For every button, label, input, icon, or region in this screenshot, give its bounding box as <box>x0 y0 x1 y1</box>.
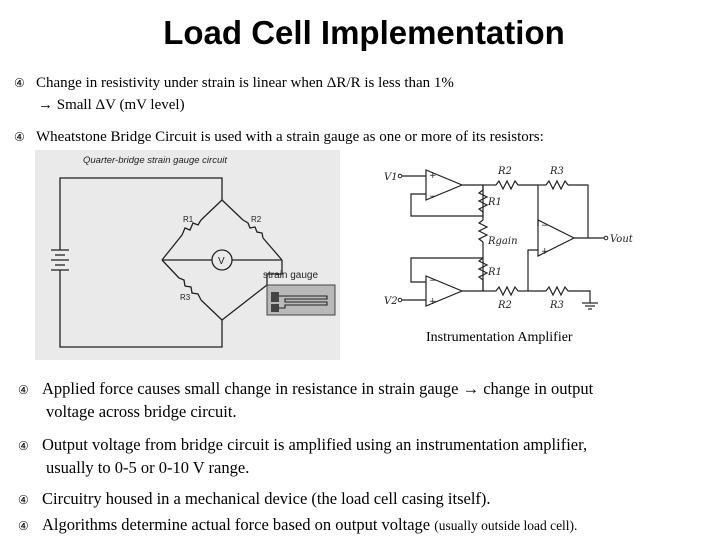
r1-label: R1 <box>183 215 194 224</box>
r1-bottom-label: R1 <box>487 267 502 278</box>
wheatstone-bridge-figure: Quarter-bridge strain gauge circuit V R1… <box>35 150 340 360</box>
r2-label: R2 <box>251 215 262 224</box>
bullet-wheatstone: ④ Wheatstone Bridge Circuit is used with … <box>14 127 544 147</box>
r1-top-label: R1 <box>487 197 502 208</box>
bullet-icon: ④ <box>18 383 29 397</box>
r2-top-label: R2 <box>497 166 512 177</box>
svg-text:−: − <box>429 276 437 286</box>
opamp-top <box>425 169 464 201</box>
v1-label: V1 <box>384 172 398 183</box>
v2-label: V2 <box>384 296 398 307</box>
bullet-note: (usually outside load cell). <box>434 518 578 533</box>
bullet-icon: ④ <box>14 76 25 90</box>
bridge-caption: Quarter-bridge strain gauge circuit <box>83 155 227 166</box>
svg-text:+: + <box>429 171 437 181</box>
opamp-bottom <box>425 275 464 307</box>
rgain-label: Rgain <box>487 236 518 247</box>
r3-label: R3 <box>180 293 191 302</box>
bullet-text: Wheatstone Bridge Circuit is used with a… <box>36 129 544 145</box>
svg-text:−: − <box>541 221 549 231</box>
bullet-text: Change in resistivity under strain is li… <box>36 75 454 91</box>
bullet-text: Circuitry housed in a mechanical device … <box>42 489 491 508</box>
bullet-icon: ④ <box>18 519 29 533</box>
bullet-text: Applied force causes small change in res… <box>42 379 594 398</box>
svg-text:+: + <box>541 247 549 257</box>
bullet-small-dv: → Small ΔV (mV level) <box>38 97 185 113</box>
bullet-icon: ④ <box>18 493 29 507</box>
galvanometer-circle <box>211 249 233 271</box>
bullet-linear-resistivity: ④ Change in resistivity under strain is l… <box>14 73 454 93</box>
bullet-output-voltage-cont: usually to 0-5 or 0-10 V range. <box>46 458 250 477</box>
r3-top-label: R3 <box>549 166 564 177</box>
svg-text:+: + <box>429 297 437 307</box>
bullet-applied-force-cont: voltage across bridge circuit. <box>46 402 237 421</box>
meter-label: V <box>218 256 225 267</box>
svg-text:−: − <box>429 192 437 202</box>
bullet-text: Algorithms determine actual force based … <box>42 515 431 534</box>
bullet-icon: ④ <box>18 439 29 453</box>
page-title: Load Cell Implementation <box>163 14 565 51</box>
r2-bottom-label: R2 <box>497 300 512 311</box>
bullet-circuitry-housed: ④ Circuitry housed in a mechanical device… <box>18 488 491 511</box>
instrumentation-amplifier-figure: + − − + − + V1 V2 Vout R2 R3 R1 Rgain R1 R2… <box>384 166 634 311</box>
figure-background <box>35 150 340 360</box>
vout-label: Vout <box>610 234 634 245</box>
r3-bottom-label: R3 <box>549 300 564 311</box>
bullet-icon: ④ <box>14 130 25 144</box>
bullet-text: Output voltage from bridge circuit is am… <box>42 435 588 454</box>
bullet-algorithms: ④ Algorithms determine actual force based… <box>18 514 577 537</box>
strain-gauge-foil <box>266 284 336 316</box>
bullet-applied-force: ④ Applied force causes small change in re… <box>18 378 593 401</box>
bullet-output-voltage: ④ Output voltage from bridge circuit is a… <box>18 434 587 457</box>
amp-caption: Instrumentation Amplifier <box>426 330 573 345</box>
strain-gauge-label: strain gauge <box>263 270 318 281</box>
opamp-output <box>537 219 576 257</box>
